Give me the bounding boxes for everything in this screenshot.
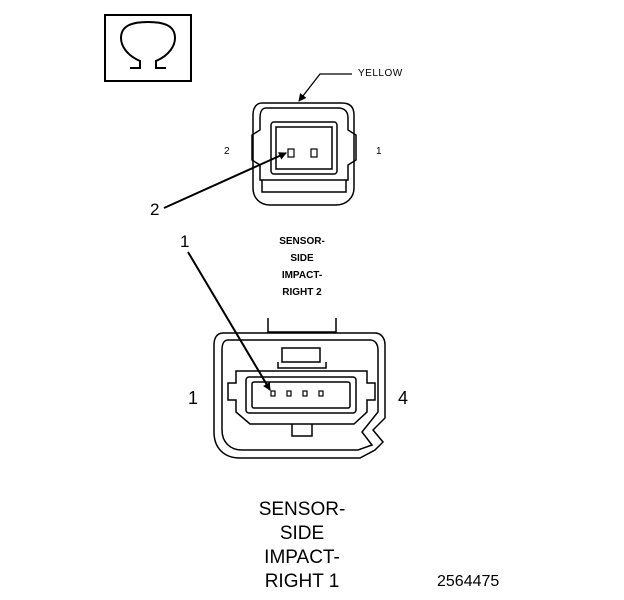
bottom-connector-caption: SENSOR- SIDE IMPACT- RIGHT 1 [212, 498, 392, 594]
caption-line: SIDE [290, 253, 314, 264]
omega-ohm-icon [119, 20, 177, 69]
caption-line: SENSOR- [279, 236, 325, 247]
callout-1-label: 1 [180, 232, 190, 251]
caption-line: RIGHT 2 [282, 287, 322, 298]
figure-number: 2564475 [437, 573, 500, 590]
caption-line: SIDE [279, 523, 325, 544]
caption-line: SENSOR- [258, 499, 346, 520]
caption-line: RIGHT 1 [264, 571, 340, 592]
yellow-leader-line [298, 73, 352, 102]
callout-2-arrow [163, 152, 287, 209]
callout-2-label: 2 [150, 200, 160, 219]
bottom-connector-pin-right-label: 4 [398, 388, 409, 408]
yellow-wire-color-label: YELLOW [358, 68, 403, 79]
top-connector-caption: SENSOR- SIDE IMPACT- RIGHT 2 [242, 233, 362, 301]
bottom-connector-pin-left-label: 1 [188, 388, 199, 408]
top-connector-pin-left-label: 2 [224, 146, 230, 157]
caption-line: IMPACT- [281, 270, 323, 281]
top-connector-pin-right-label: 1 [376, 146, 382, 157]
omega-symbol-box [104, 14, 192, 82]
caption-line: IMPACT- [264, 547, 340, 568]
connector-bottom-4pin [213, 318, 386, 459]
connector-top-2pin [251, 102, 357, 206]
callout-1-arrow [187, 251, 271, 391]
